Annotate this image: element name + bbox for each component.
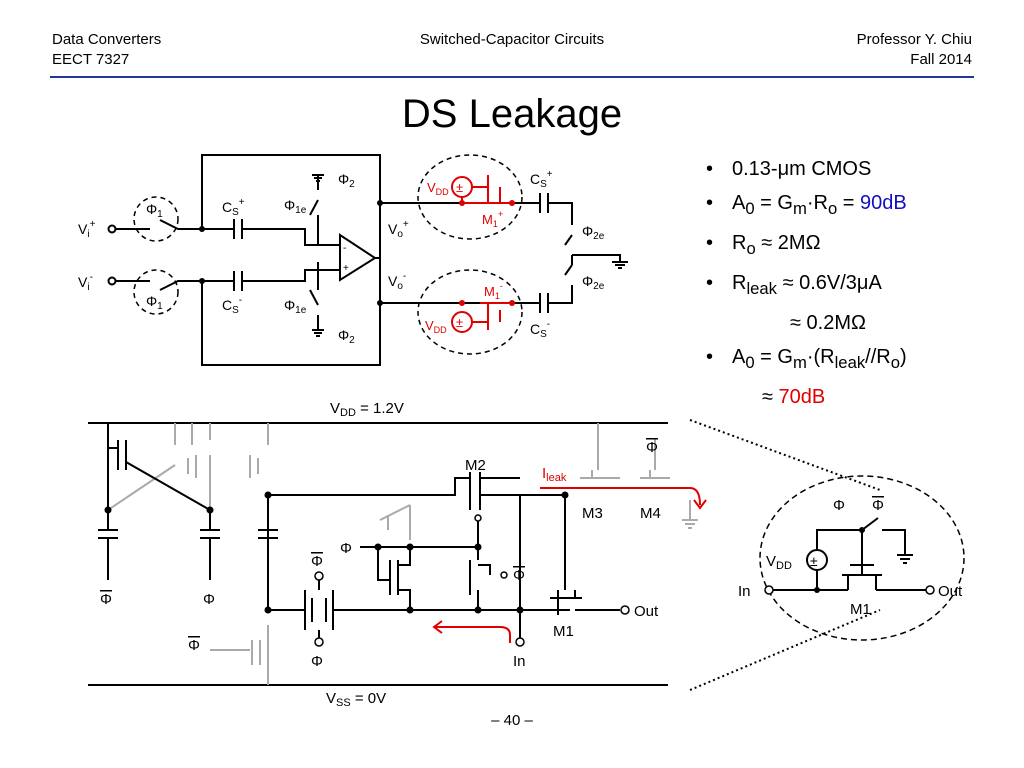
header-left: Data Converters EECT 7327: [52, 30, 161, 70]
svg-text:Φ2e: Φ2e: [582, 273, 605, 292]
svg-text:M3: M3: [582, 505, 603, 522]
bullet-list: •0.13-μm CMOS •A0 = Gm·Ro = 90dB •Ro ≈ 2…: [706, 152, 907, 414]
svg-text:Ileak: Ileak: [542, 465, 567, 484]
svg-text:±: ±: [456, 180, 463, 195]
svg-text:Φ1: Φ1: [146, 201, 163, 220]
svg-text:Φ: Φ: [646, 439, 658, 456]
svg-text:Vi-: Vi-: [78, 272, 93, 293]
svg-text:CS-: CS-: [222, 295, 242, 316]
svg-text:Φ: Φ: [833, 497, 845, 514]
svg-text:CS-: CS-: [530, 319, 550, 340]
svg-text:M1: M1: [553, 623, 574, 640]
bullet-gain: •A0 = Gm·Ro = 90dB: [706, 192, 907, 218]
svg-text:M1-: M1-: [484, 281, 503, 301]
svg-text:Φ2: Φ2: [338, 171, 355, 190]
svg-text:-: -: [343, 243, 346, 254]
bullet-rleak: •Rleak ≈ 0.6V/3μA: [706, 272, 882, 298]
svg-text:Φ2e: Φ2e: [582, 223, 605, 242]
svg-text:Φ: Φ: [100, 591, 112, 608]
svg-text:VDD: VDD: [766, 553, 792, 572]
svg-text:Φ: Φ: [203, 591, 215, 608]
bullet-process: •0.13-μm CMOS: [706, 158, 872, 180]
bullet-gain-leak-cont: ≈ 70dB: [762, 386, 826, 408]
bullet-gain-leak: •A0 = Gm·(Rleak//Ro): [706, 346, 907, 372]
page-number: – 40 –: [491, 712, 533, 729]
header-right: Professor Y. Chiu Fall 2014: [857, 30, 972, 70]
course-number: EECT 7327: [52, 51, 130, 68]
svg-text:VDD = 1.2V: VDD = 1.2V: [330, 400, 404, 419]
svg-text:M2: M2: [465, 457, 486, 474]
svg-text:M1: M1: [850, 601, 871, 618]
professor-name: Professor Y. Chiu: [856, 31, 972, 48]
svg-text:±: ±: [456, 315, 463, 330]
header-rule: [50, 76, 974, 78]
svg-text:Vo+: Vo+: [388, 219, 409, 240]
svg-text:VSS = 0V: VSS = 0V: [326, 690, 386, 709]
gain-leak-value: 70dB: [778, 386, 826, 408]
svg-text:Φ1e: Φ1e: [284, 197, 307, 216]
svg-text:CS+: CS+: [530, 169, 553, 190]
svg-text:VDD: VDD: [425, 318, 447, 335]
svg-text:M4: M4: [640, 505, 661, 522]
svg-text:+: +: [343, 263, 349, 274]
slide-title: DS Leakage: [401, 92, 623, 136]
svg-text:In: In: [738, 583, 751, 600]
svg-text:Φ: Φ: [872, 497, 884, 514]
svg-text:Φ1: Φ1: [146, 293, 163, 312]
svg-text:Φ1e: Φ1e: [284, 297, 307, 316]
svg-text:Out: Out: [938, 583, 963, 600]
svg-text:M1+: M1+: [482, 209, 503, 229]
svg-text:Φ: Φ: [311, 553, 323, 570]
gain-value: 90dB: [860, 192, 907, 214]
bullet-rleak-cont: ≈ 0.2MΩ: [790, 312, 866, 334]
svg-text:Φ: Φ: [188, 637, 200, 654]
header-topic: Switched-Capacitor Circuits: [419, 31, 605, 48]
svg-text:Out: Out: [634, 603, 659, 620]
course-name: Data Converters: [52, 31, 162, 48]
svg-text:Φ2: Φ2: [338, 327, 355, 346]
bullet-ro: •Ro ≈ 2MΩ: [706, 232, 821, 258]
svg-text:Vo-: Vo-: [388, 271, 406, 292]
svg-text:In: In: [513, 653, 526, 670]
svg-text:CS+: CS+: [222, 197, 245, 218]
svg-text:Φ: Φ: [311, 653, 323, 670]
semester: Fall 2014: [910, 51, 972, 68]
svg-text:Φ: Φ: [340, 540, 352, 557]
svg-text:±: ±: [810, 553, 818, 569]
svg-text:Vi+: Vi+: [78, 219, 96, 240]
svg-text:VDD: VDD: [427, 180, 449, 197]
svg-text:Φ: Φ: [513, 567, 525, 584]
